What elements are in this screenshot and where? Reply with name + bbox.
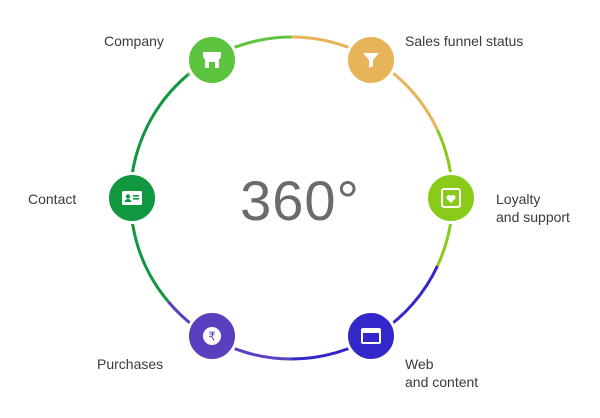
- purchases-node[interactable]: ₹: [186, 310, 238, 362]
- center-label: 360°: [240, 168, 360, 232]
- storefront-icon: [203, 52, 221, 68]
- web-label: Web and content: [405, 356, 479, 390]
- loyalty-label: Loyalty and support: [496, 191, 570, 225]
- contact-label: Contact: [28, 191, 77, 207]
- loyalty-node[interactable]: [425, 172, 477, 224]
- company-node[interactable]: [186, 34, 238, 86]
- svg-text:₹: ₹: [208, 330, 216, 344]
- ring-segment-contact-lower: [129, 142, 170, 303]
- sales-funnel-node[interactable]: [345, 34, 397, 86]
- browser-window-icon: [361, 328, 381, 344]
- sales-funnel-label: Sales funnel status: [405, 33, 524, 49]
- company-label: Company: [104, 33, 164, 49]
- ring-segment-sales: [394, 73, 439, 131]
- purchases-label: Purchases: [97, 356, 164, 372]
- ring-segment-contact-upper: [138, 73, 189, 144]
- heart-frame-icon: [441, 188, 461, 208]
- rupee-coin-icon: ₹: [203, 327, 221, 345]
- web-node[interactable]: [345, 310, 397, 362]
- funnel-icon: [363, 53, 379, 68]
- contact-node[interactable]: [106, 172, 158, 224]
- id-card-icon: [122, 191, 142, 205]
